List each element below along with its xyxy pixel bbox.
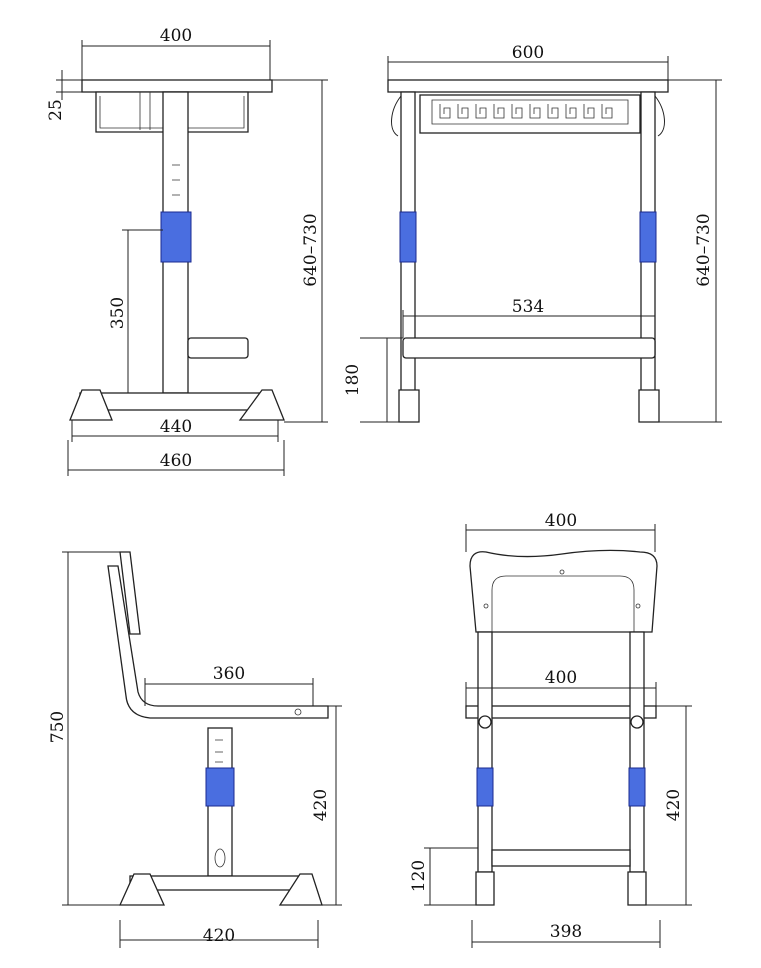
dim-footbar-height: 180 bbox=[343, 364, 363, 396]
desk-front-view: 600 534 180 640–730 bbox=[343, 43, 722, 423]
height-clamp bbox=[639, 211, 657, 263]
dim-chair-seat-height: 420 bbox=[311, 789, 331, 821]
dim-chair-front-base-width: 398 bbox=[550, 922, 582, 942]
dim-chair-seat-width: 400 bbox=[545, 668, 577, 688]
dim-desk-side-width: 400 bbox=[160, 26, 192, 46]
dim-seat-depth: 360 bbox=[213, 664, 245, 684]
dim-desk-height: 640–730 bbox=[301, 213, 321, 286]
height-clamp bbox=[476, 767, 494, 807]
dim-base-inner: 440 bbox=[160, 417, 192, 437]
dim-footbar-width: 534 bbox=[512, 297, 544, 317]
dim-base-outer: 460 bbox=[160, 451, 192, 471]
chair-front-view: 400 400 120 420 398 bbox=[409, 511, 692, 948]
dim-chair-back-width: 400 bbox=[545, 511, 577, 531]
height-clamp bbox=[205, 767, 235, 807]
dim-chair-base-width: 420 bbox=[203, 926, 235, 946]
height-clamp bbox=[399, 211, 417, 263]
dim-chair-bar-height: 120 bbox=[409, 860, 429, 892]
chair-side-view: 360 750 420 420 bbox=[48, 551, 342, 948]
dim-desk-front-width: 600 bbox=[512, 43, 544, 63]
desk-side-view: 400 25 640–730 350 440 460 bbox=[46, 26, 328, 476]
height-clamp bbox=[160, 211, 192, 263]
height-clamp bbox=[628, 767, 646, 807]
dim-top-thickness: 25 bbox=[46, 99, 66, 121]
dim-chair-front-seat-height: 420 bbox=[664, 789, 684, 821]
dim-footrest-height: 350 bbox=[108, 297, 128, 329]
dim-chair-total-height: 750 bbox=[48, 711, 68, 743]
dim-desk-front-height: 640–730 bbox=[694, 213, 714, 286]
